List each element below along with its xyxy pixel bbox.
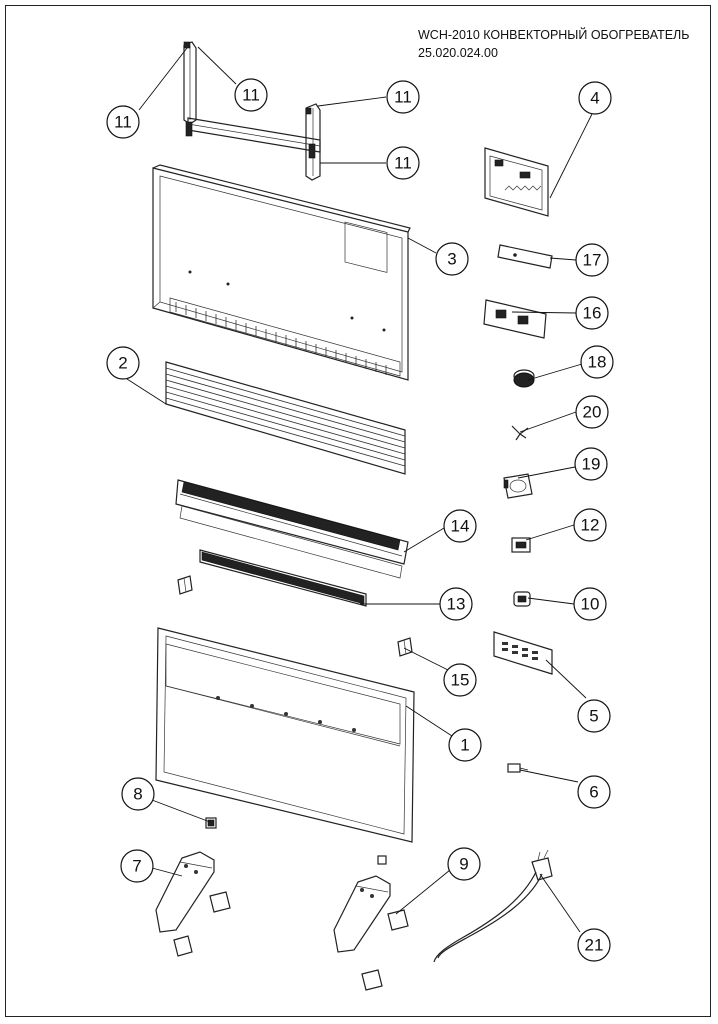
callout-label: 12 <box>581 516 600 535</box>
callout-15: 15 <box>443 663 477 697</box>
callout-label: 11 <box>394 88 412 107</box>
control-box-part <box>484 147 549 217</box>
cap-part-c <box>387 909 409 931</box>
heating-element-part <box>175 479 409 579</box>
callout-11b: 11 <box>234 78 268 112</box>
grille-part <box>165 361 406 475</box>
switch-part <box>511 537 531 553</box>
callout-4: 4 <box>578 81 612 115</box>
callout-5: 5 <box>577 699 611 733</box>
callout-13: 13 <box>439 587 473 621</box>
callout-9: 9 <box>447 847 481 881</box>
callout-17: 17 <box>575 243 609 277</box>
callout-18: 18 <box>580 345 614 379</box>
callout-label: 10 <box>581 595 600 614</box>
callout-label: 19 <box>582 455 601 474</box>
thermostat-part <box>503 473 533 499</box>
callout-label: 5 <box>589 707 598 726</box>
connector-part <box>507 763 529 773</box>
callout-11c: 11 <box>386 80 420 114</box>
clip-part <box>177 575 193 595</box>
plate-part <box>497 244 553 269</box>
switch-block-part <box>483 299 547 339</box>
drawing-title-block: WCH-2010 КОНВЕКТОРНЫЙ ОБОГРЕВАТЕЛЬ 25.02… <box>418 26 689 62</box>
foot-left-part <box>155 851 215 933</box>
spring-clip-part <box>511 425 529 441</box>
cap-part-a <box>209 891 231 913</box>
callout-8: 8 <box>121 777 155 811</box>
leader-lines <box>126 46 593 933</box>
callout-label: 21 <box>585 936 604 955</box>
mounting-bracket-part <box>183 41 321 181</box>
callout-2: 2 <box>106 346 140 380</box>
callout-6: 6 <box>577 775 611 809</box>
callout-21: 21 <box>577 928 611 962</box>
callout-label: 18 <box>588 353 607 372</box>
clip-15-part <box>397 637 413 657</box>
foot-right-part <box>333 875 391 953</box>
callout-12: 12 <box>573 508 607 542</box>
power-cord-part <box>433 849 553 963</box>
drawing-frame <box>5 5 711 1017</box>
callout-label: 13 <box>447 595 466 614</box>
cap-part-b <box>173 935 193 957</box>
callout-label: 14 <box>451 517 470 536</box>
fin-strip-part <box>199 549 367 607</box>
indicator-lamp-part <box>513 591 531 607</box>
callout-label: 16 <box>583 304 602 323</box>
callout-label: 8 <box>133 785 142 804</box>
callout-label: 2 <box>118 354 127 373</box>
callout-label: 7 <box>132 857 141 876</box>
callout-label: 4 <box>590 89 599 108</box>
drawing-title: WCH-2010 КОНВЕКТОРНЫЙ ОБОГРЕВАТЕЛЬ <box>418 28 690 42</box>
back-casing-part <box>152 164 411 381</box>
nut-part-2 <box>377 855 387 865</box>
callout-label: 11 <box>114 113 132 132</box>
callout-label: 17 <box>583 251 602 270</box>
nut-part <box>205 817 217 829</box>
callout-14: 14 <box>443 509 477 543</box>
callout-10: 10 <box>573 587 607 621</box>
knob-part <box>513 369 535 388</box>
callout-label: 3 <box>447 250 456 269</box>
callout-1: 1 <box>448 728 482 762</box>
callout-label: 9 <box>459 855 468 874</box>
drawing-number: 25.020.024.00 <box>418 46 498 60</box>
callout-3: 3 <box>435 242 469 276</box>
callout-19: 19 <box>574 447 608 481</box>
callout-11a: 11 <box>106 105 140 139</box>
control-panel-part <box>493 631 553 675</box>
cap-part-d <box>361 969 383 991</box>
callout-label: 20 <box>583 403 602 422</box>
callout-label: 15 <box>451 671 470 690</box>
callout-label: 6 <box>589 783 598 802</box>
front-panel-part <box>155 627 415 843</box>
callout-label: 11 <box>394 154 412 173</box>
callout-11d: 11 <box>386 146 420 180</box>
callout-label: 11 <box>242 86 260 105</box>
callout-16: 16 <box>575 296 609 330</box>
callout-20: 20 <box>575 395 609 429</box>
callout-7: 7 <box>120 849 154 883</box>
callout-label: 1 <box>460 736 469 755</box>
